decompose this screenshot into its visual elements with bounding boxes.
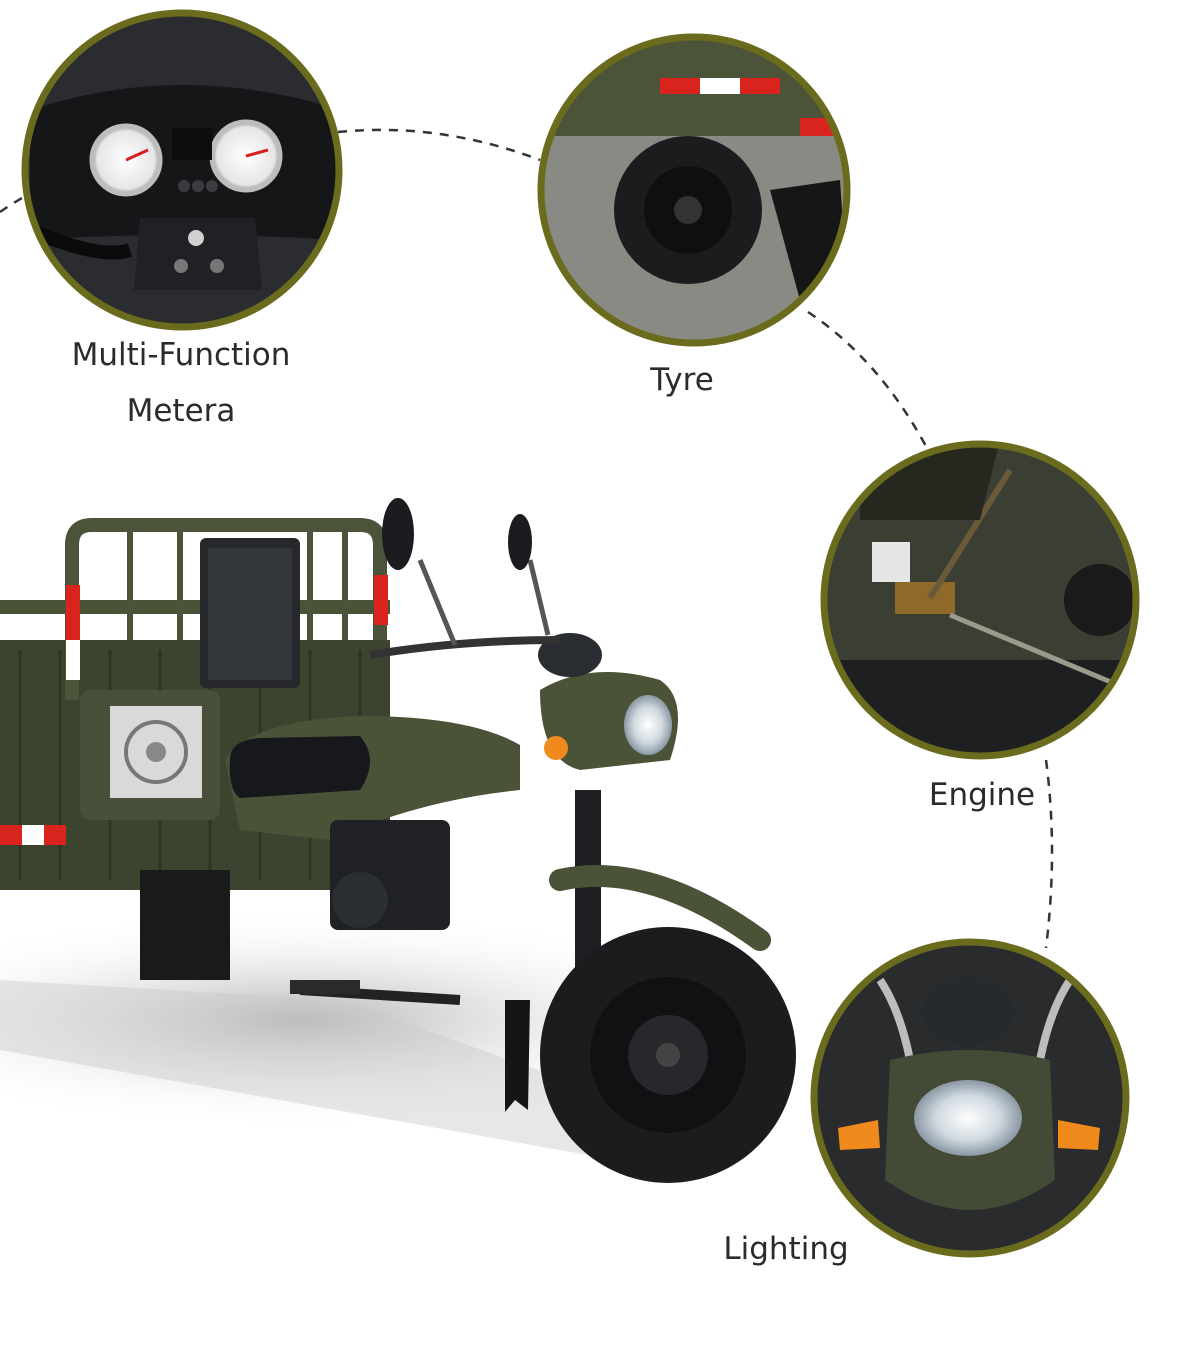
meter-detail-image [21,9,343,331]
feature-label-line: Metera [126,392,236,429]
feature-label-lighting: Lighting [723,1231,849,1267]
engine-detail-image [820,440,1140,760]
lighting-detail-image [810,938,1130,1258]
tyre-detail-image [537,33,851,347]
feature-label-multi-function-meter: Multi-Function Metera [40,328,322,440]
feature-label-tyre: Tyre [650,362,714,398]
connector-dashed-path [0,128,1054,949]
cargo-tricycle [0,498,796,1183]
feature-label-line: Multi-Function [71,337,291,373]
feature-label-engine: Engine [928,777,1036,813]
